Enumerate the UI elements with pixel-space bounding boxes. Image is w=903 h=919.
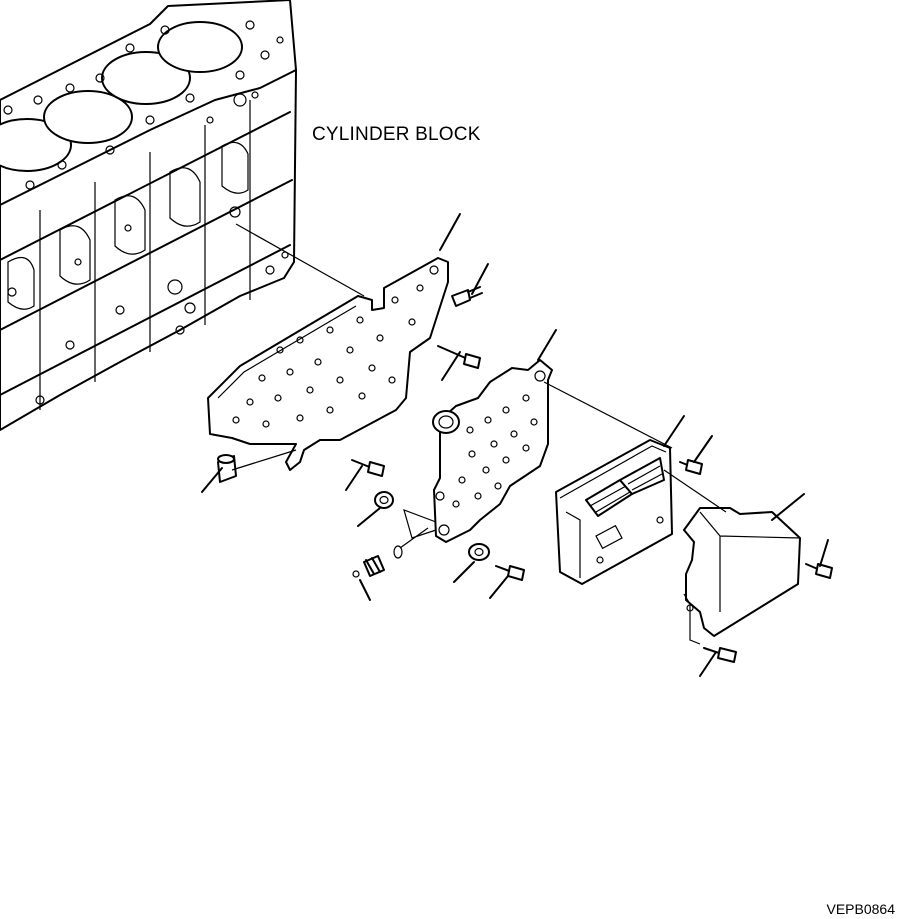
leader-lines — [201, 213, 829, 677]
controller-cover — [683, 507, 801, 645]
cylinder-block-label: CYLINDER BLOCK — [312, 124, 481, 145]
engine-controller — [555, 439, 673, 585]
drawing-code-label: VEPB0864 — [826, 901, 896, 917]
bolts — [351, 286, 833, 663]
mounting-plate — [207, 257, 449, 483]
assembly-lines — [231, 223, 727, 549]
cylinder-block — [0, 0, 297, 431]
controller-bracket — [432, 359, 553, 543]
connector-boss — [432, 410, 460, 434]
spacer-bushing — [217, 454, 237, 483]
grommets-and-fittings — [352, 491, 490, 578]
